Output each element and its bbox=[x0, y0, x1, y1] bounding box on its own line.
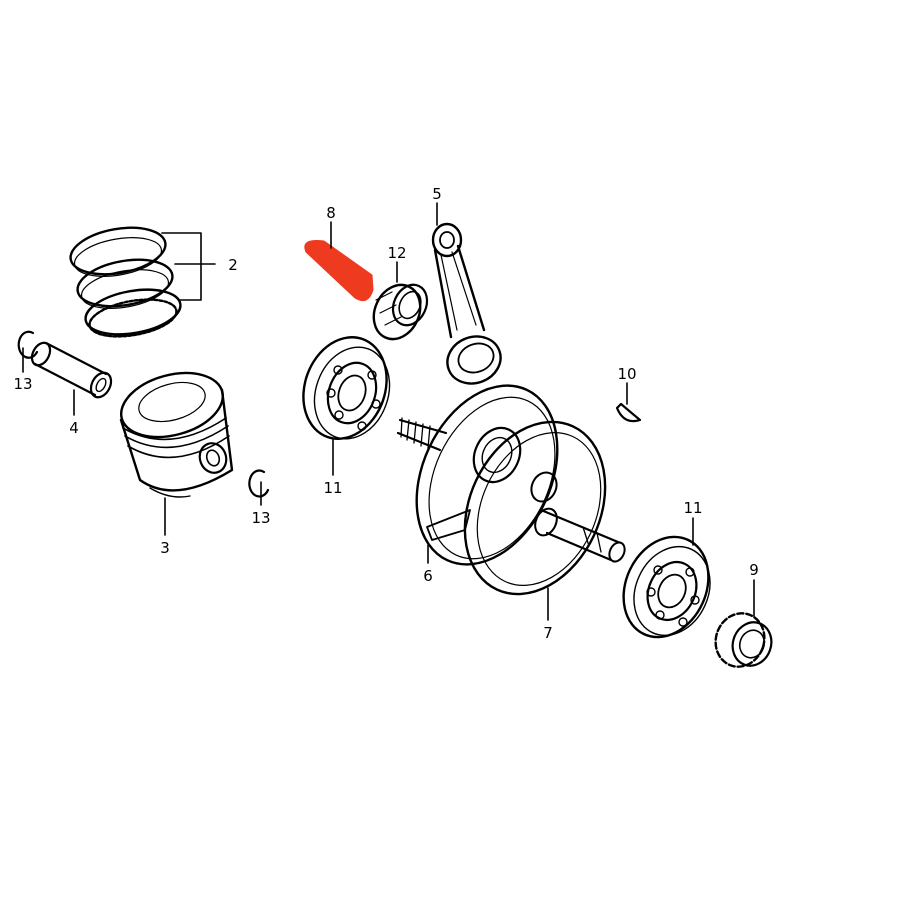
ball-bearing-left-part bbox=[302, 336, 391, 440]
circlip-right-part bbox=[248, 469, 270, 498]
callout-5: 5 bbox=[432, 185, 442, 203]
callout-labels: 2 3 4 5 6 7 8 9 10 11 11 12 13 13 bbox=[13, 185, 758, 642]
piston-rings-part bbox=[69, 226, 182, 338]
callout-10: 10 bbox=[617, 365, 636, 383]
callout-8: 8 bbox=[326, 204, 336, 222]
needle-bearing-part bbox=[372, 283, 429, 341]
callout-7: 7 bbox=[543, 624, 553, 642]
ball-bearing-right-part bbox=[622, 535, 711, 639]
circlip-left-part bbox=[17, 330, 39, 359]
callout-13-left: 13 bbox=[13, 375, 32, 393]
woodruff-key-part bbox=[615, 402, 642, 423]
callout-11-left: 11 bbox=[323, 479, 342, 497]
callout-4: 4 bbox=[69, 419, 79, 437]
leader-lines bbox=[22, 202, 755, 621]
piston-pin-part bbox=[30, 341, 113, 399]
callout-12: 12 bbox=[387, 244, 406, 262]
connecting-rod-part bbox=[431, 222, 502, 385]
piston-part bbox=[119, 371, 234, 498]
crankshaft-right-part bbox=[463, 420, 626, 596]
timing-sprocket-part bbox=[714, 612, 773, 668]
highlighted-pin-part bbox=[304, 240, 374, 302]
callout-13-right: 13 bbox=[251, 509, 270, 527]
callout-11-right: 11 bbox=[683, 499, 702, 517]
callout-9: 9 bbox=[749, 561, 759, 579]
callout-6: 6 bbox=[423, 567, 433, 585]
crankshaft-left-part bbox=[396, 384, 559, 566]
callout-3: 3 bbox=[160, 539, 170, 557]
callout-2: 2 bbox=[228, 256, 238, 274]
